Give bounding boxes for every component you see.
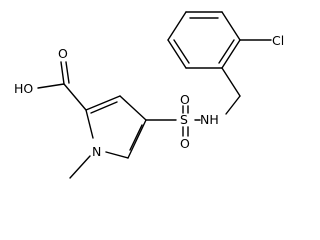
sulfur-atom-label: S [180,112,188,127]
benzene-bond-3 [221,39,241,69]
benzene-bond-6 [167,11,187,41]
bond-nitrogen-methyl [69,155,91,179]
sulfonyl-oxygen-top-label: O [180,92,190,107]
structure-canvas: Cl NH S O O N O HO [14,11,284,179]
bond-carboxyl-oh [37,83,65,89]
benzene-bond-2 [221,11,241,41]
molecule-structure: Cl NH S O O N O HO [14,11,284,179]
pyrrole-bond-c5-c4 [127,119,147,159]
bond-carboxyl-oxygen-a [60,61,65,85]
benzene-ring [167,11,241,69]
pyrrole-bond-c3-c2 [85,95,121,111]
benzene-bond-5 [167,39,187,69]
pyrrole-bond-c2-n [85,109,94,139]
sulfonyl-oxygen-bottom-label: O [180,136,190,151]
pyrrole-double-bond-c3-c2-inner [90,101,118,114]
benzene-double-bond-inner-3 [173,39,190,64]
ring-nitrogen-label: N [92,144,101,159]
benzene-double-bond-inner-2 [218,39,235,64]
pyrrole-bond-n-c5 [105,151,129,159]
amide-nh-label: NH [200,112,219,127]
bond-carboxyl-oxygen-b [65,61,70,84]
bond-ring-carboxyl [63,83,87,111]
pyrrole-double-bond-c5-c4-inner [129,124,143,151]
hydroxyl-label: HO [14,81,33,96]
carbonyl-oxygen-label: O [58,46,68,61]
pyrrole-bond-c4-c3 [119,95,147,121]
pyrrole-ring [85,95,147,159]
bond-ring-methylene [221,67,241,97]
chlorine-atom-label: Cl [272,33,284,48]
bond-methylene-nh [225,95,241,115]
